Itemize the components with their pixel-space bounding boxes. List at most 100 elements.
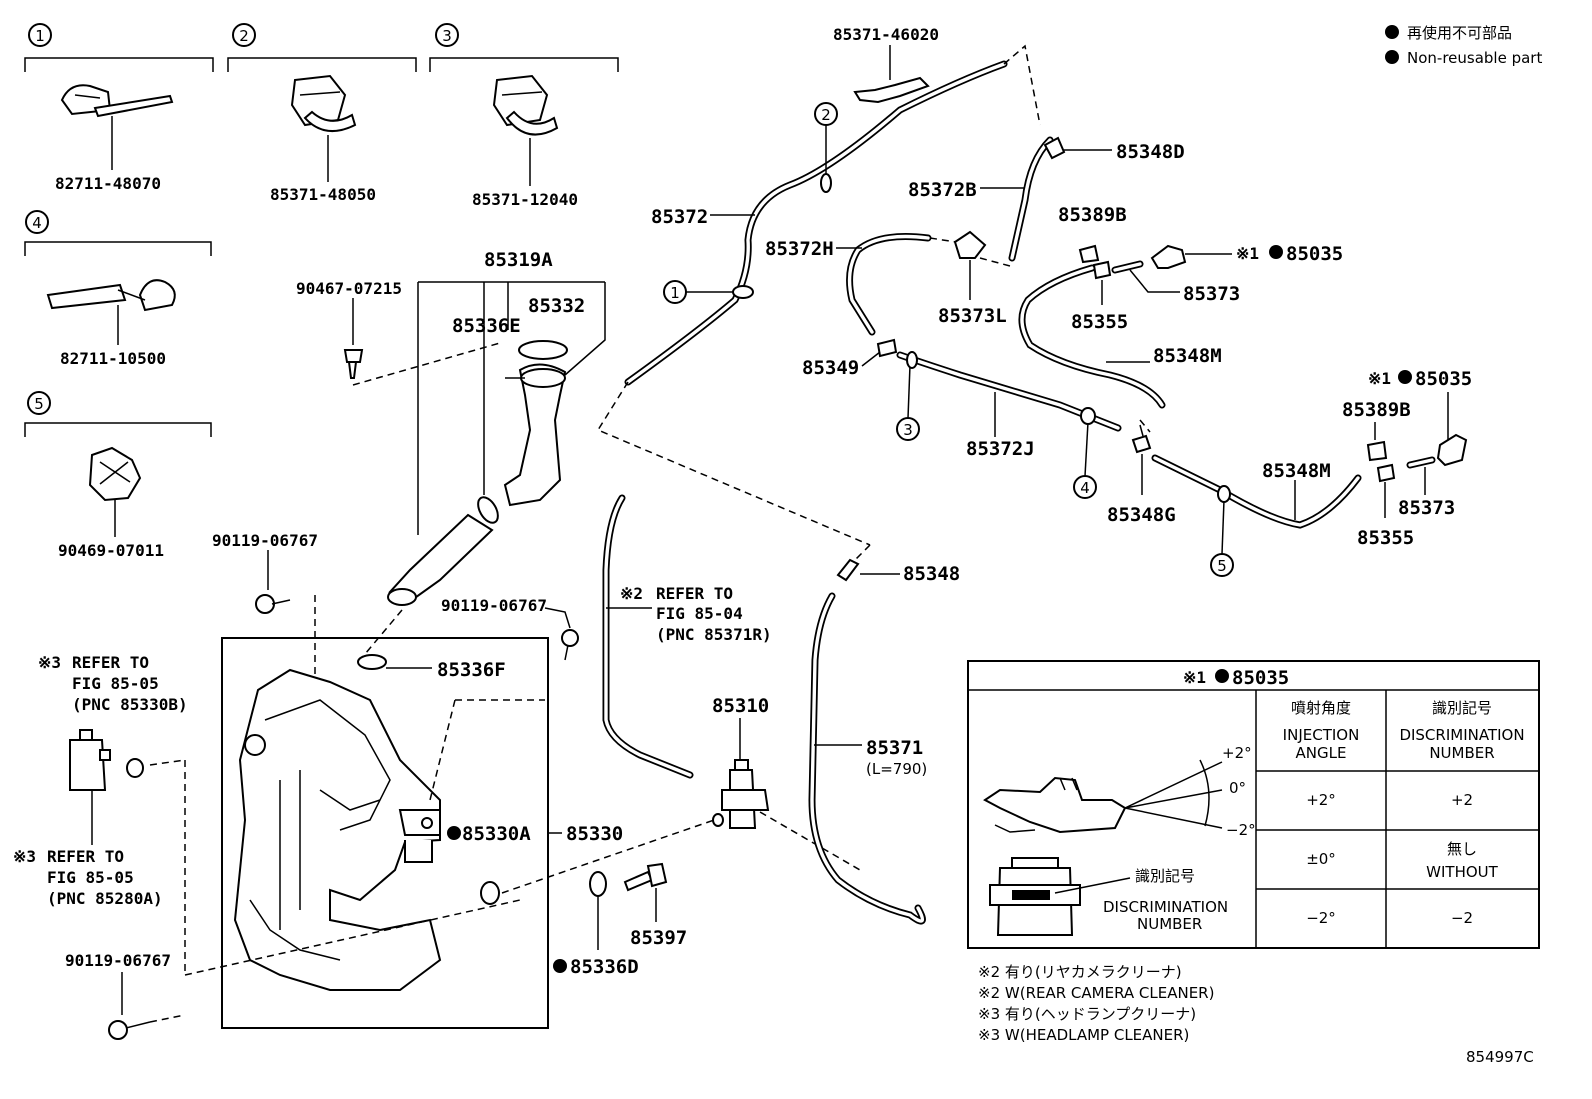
non-reusable-dot-icon: [1398, 370, 1412, 384]
clip-part-icon: [88, 446, 142, 502]
figure-id: 854997C: [1466, 1048, 1534, 1066]
clip-ring-icon: [820, 173, 832, 193]
hose-85372h: [846, 233, 932, 336]
callout-number: 5: [34, 395, 44, 413]
footnote: ※3 有り(ヘッドランプクリーナ): [978, 1005, 1196, 1023]
clip-ring-icon: [906, 351, 918, 369]
part-number: 85035: [1415, 368, 1472, 390]
angle-label: 0°: [1229, 779, 1246, 797]
part-number: 85348: [903, 563, 960, 585]
part-number: 85373: [1398, 497, 1455, 519]
bracket: [24, 57, 214, 72]
non-reusable-dot-icon: [1215, 669, 1229, 683]
part-number: 85330A: [462, 823, 531, 845]
ref-line: FIG 85-05: [72, 674, 159, 693]
col-header-en: DISCRIMINATION: [1399, 726, 1524, 744]
table-cell: WITHOUT: [1426, 863, 1498, 881]
non-reusable-dot-icon: [553, 959, 567, 973]
hose-85372b: [1008, 136, 1054, 262]
callout-number: 2: [821, 106, 831, 124]
part-number: 85371-12040: [472, 190, 578, 209]
table-frame: [967, 660, 1540, 949]
non-reusable-dot-icon: [1385, 25, 1399, 39]
callout-number: 2: [239, 27, 249, 45]
callout-number: 4: [1080, 479, 1090, 497]
table-cell: −2: [1451, 909, 1473, 927]
hose-85373-icon: [1406, 456, 1436, 469]
variant-3: 3 85371-12040: [429, 23, 619, 209]
non-reusable-dot-icon: [1269, 245, 1283, 259]
legend: 再使用不可部品 Non-reusable part: [1385, 24, 1542, 67]
part-number: 85310: [712, 695, 769, 717]
grommet-icon: [480, 881, 500, 905]
col-header-jp: 識別記号: [1432, 699, 1492, 717]
fig-label-jp: 識別記号: [1135, 867, 1195, 885]
legend-en: Non-reusable part: [1407, 49, 1542, 67]
callout-circle: [435, 23, 459, 47]
part-number: 85336D: [570, 956, 639, 978]
clip-ring-icon: [1217, 485, 1231, 503]
part-number: 85371: [866, 737, 923, 759]
clip-part-icon: [492, 74, 559, 136]
ref-pump-85280a: ※3 REFER TO FIG 85-05 (PNC 85280A): [13, 847, 163, 908]
filler-neck-icon: [503, 363, 567, 507]
mark: ※2: [620, 584, 643, 603]
mark: ※1: [1236, 244, 1259, 263]
grommet-85336d-icon: [589, 871, 607, 897]
hose-85372j: [896, 351, 1122, 432]
table-cell: 無し: [1447, 840, 1477, 858]
table-cell: +2°: [1306, 791, 1336, 809]
pump-icon: [69, 729, 111, 791]
part-number: 85349: [802, 357, 859, 379]
part-number: 85348G: [1107, 504, 1176, 526]
ref-line: REFER TO: [47, 847, 124, 866]
callout-number: 3: [903, 421, 913, 439]
hose-85373-icon: [1111, 260, 1144, 274]
hose-85348m-lower: [1151, 454, 1362, 529]
clip-85373l-icon: [953, 230, 987, 259]
callout-number: 3: [442, 27, 452, 45]
mark: ※1: [1368, 369, 1391, 388]
callout-number: 1: [670, 284, 680, 302]
table-cell: ±0°: [1306, 850, 1336, 868]
non-reusable-dot-icon: [1385, 50, 1399, 64]
table-cell: −2°: [1306, 909, 1336, 927]
hose-85348m-upper: [1018, 264, 1166, 409]
grommet-icon: [126, 758, 144, 778]
check-valve-85355-icon: [1092, 260, 1112, 280]
part-number: 85336E: [452, 315, 521, 337]
part-number: 85348D: [1116, 141, 1185, 163]
variant-2: 2 85371-48050: [227, 23, 417, 204]
part-number: 90119-06767: [441, 596, 547, 615]
part-number: 85397: [630, 927, 687, 949]
bracket-clip-part-icon: [46, 279, 176, 312]
joint-85348d-icon: [1043, 136, 1066, 160]
ref-line: REFER TO: [656, 584, 733, 603]
grommet-85336f-icon: [357, 654, 387, 670]
part-number: 82711-10500: [60, 349, 166, 368]
part-number: 85389B: [1058, 204, 1127, 226]
footnote: ※3 W(HEADLAMP CLEANER): [978, 1026, 1189, 1044]
joint-85349-icon: [876, 338, 898, 358]
joint-85348-icon: [836, 558, 860, 582]
part-number: 85035: [1286, 243, 1343, 265]
clip-85371-46020-icon: [853, 76, 930, 104]
nozzle-spec-table: ※1 85035 噴射角度 INJECTION ANGLE 識別記号 DISCR…: [967, 660, 1540, 949]
hose-length: (L=790): [866, 760, 927, 778]
bracket: [24, 241, 212, 256]
callout-number: 4: [32, 214, 42, 232]
nozzle-85035-icon: [1436, 433, 1468, 467]
footnote: ※2 有り(リヤカメラクリーナ): [978, 963, 1182, 981]
table-cell: +2: [1451, 791, 1473, 809]
connector-part-icon: [60, 84, 174, 118]
footnotes: ※2 有り(リヤカメラクリーナ) ※2 W(REAR CAMERA CLEANE…: [978, 963, 1214, 1044]
filler-cap-icon: [518, 340, 568, 360]
clip-ring-icon: [1080, 407, 1096, 425]
part-number: 85348M: [1262, 460, 1331, 482]
bracket: [227, 57, 417, 72]
bolt-b: 90119-06767: [441, 596, 579, 661]
ref-line: REFER TO: [72, 653, 149, 672]
col-header-en: INJECTION: [1283, 726, 1360, 744]
check-valve-85355-icon: [1376, 463, 1396, 483]
col-header-en: ANGLE: [1296, 744, 1347, 762]
